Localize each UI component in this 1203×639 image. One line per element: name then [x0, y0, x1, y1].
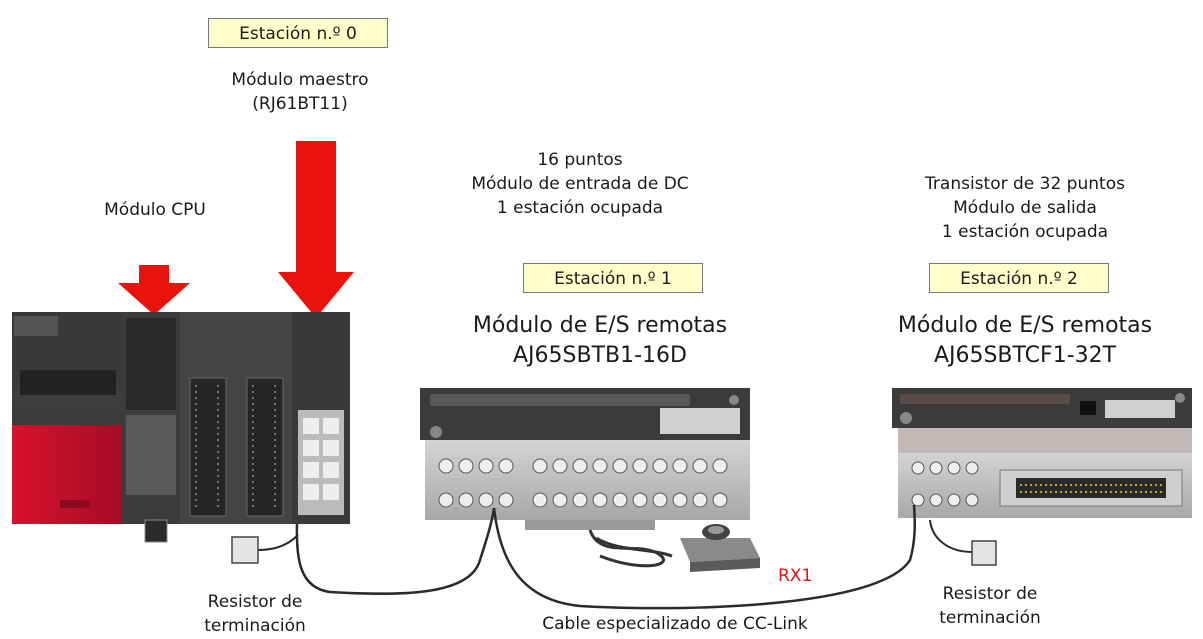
terminator-right: [929, 519, 997, 566]
station-2-spec: Transistor de 32 puntos Módulo de salida…: [925, 174, 1125, 242]
master-arrow: [278, 141, 354, 318]
terminator-right-caption: Resistor de terminación: [939, 584, 1041, 628]
rx1-label: RX1: [778, 566, 813, 586]
terminator-left: [231, 534, 299, 564]
station-1-tag: Estación n.º 1: [523, 263, 703, 293]
cc-link-cable: [295, 504, 917, 610]
sensor-rx1: [588, 524, 760, 572]
io-module-2: [238, 312, 292, 524]
station-0-tag: Estación n.º 0: [208, 18, 388, 48]
power-supply-face: [12, 425, 122, 524]
remote-module-32t: [892, 388, 1192, 518]
station-1-spec: 16 puntos Módulo de entrada de DC 1 esta…: [471, 150, 689, 218]
io-module-1: [180, 312, 238, 524]
plc-rack: [12, 312, 350, 543]
cpu-module-caption: Módulo CPU: [104, 200, 206, 220]
cable-caption: Cable especializado de CC-Link: [542, 614, 808, 634]
master-module: [292, 312, 350, 524]
cpu-arrow: [118, 265, 190, 315]
cpu-module: [122, 312, 180, 543]
terminator-left-caption: Resistor de terminación: [204, 592, 306, 636]
master-module-caption: Módulo maestro (RJ61BT11): [231, 70, 369, 114]
station-2-tag: Estación n.º 2: [929, 263, 1109, 293]
station-1-title: Módulo de E/S remotas AJ65SBTB1-16D: [472, 313, 728, 368]
remote-module-16d: [420, 388, 750, 530]
station-2-title: Módulo de E/S remotas AJ65SBTCF1-32T: [897, 313, 1153, 368]
